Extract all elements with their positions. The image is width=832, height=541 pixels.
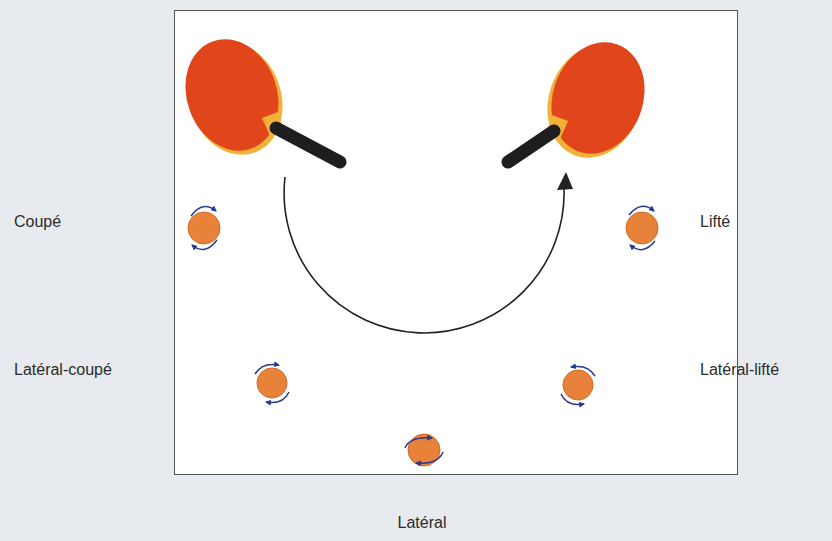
paddle-blade bbox=[170, 26, 294, 164]
spin-label: Lifté bbox=[700, 212, 730, 232]
rotation-arc bbox=[284, 177, 564, 333]
spin-arrow bbox=[561, 394, 584, 405]
spin-arrow bbox=[630, 241, 655, 250]
ball-backspin bbox=[188, 207, 220, 250]
ball bbox=[563, 370, 593, 400]
ball-side-topspin bbox=[561, 366, 595, 404]
ball-topspin bbox=[626, 206, 658, 249]
paddle-handle bbox=[508, 131, 554, 162]
spin-label: Coupé bbox=[14, 212, 61, 232]
spin-label: Latéral-coupé bbox=[14, 360, 112, 380]
spin-arrow bbox=[266, 392, 289, 403]
ball bbox=[257, 368, 287, 398]
spin-arrow bbox=[191, 207, 216, 216]
spin-label: Latéral bbox=[398, 513, 447, 533]
arc-arrowhead bbox=[557, 172, 573, 190]
right-paddle bbox=[508, 29, 660, 171]
spin-arrow bbox=[571, 366, 595, 376]
spin-arrow bbox=[192, 240, 217, 249]
ball bbox=[188, 212, 220, 244]
spin-arrow bbox=[629, 206, 654, 215]
left-paddle bbox=[170, 26, 340, 168]
spin-arrow bbox=[405, 438, 432, 448]
spin-arrow bbox=[416, 452, 443, 463]
spin-arrow bbox=[255, 364, 279, 374]
paddle-handle bbox=[276, 128, 340, 162]
spin-label: Latéral-lifté bbox=[700, 360, 779, 380]
paddle-blade bbox=[536, 29, 660, 167]
ball bbox=[626, 212, 658, 244]
ball-side-backspin bbox=[255, 364, 289, 402]
ball-sidespin bbox=[405, 434, 443, 466]
